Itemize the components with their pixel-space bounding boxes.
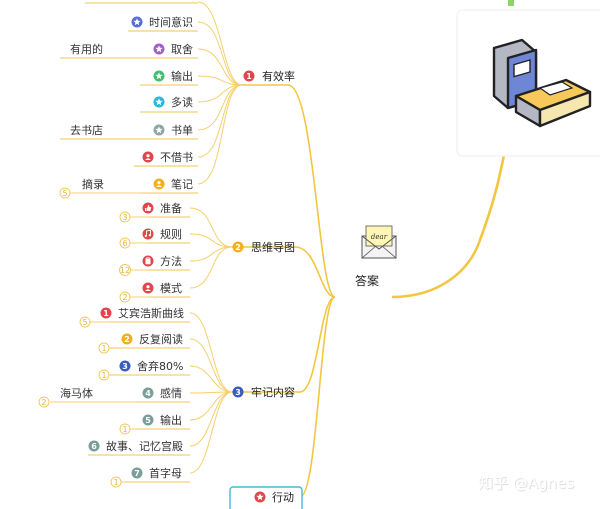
branch-connector-action xyxy=(299,296,336,498)
svg-text:多读: 多读 xyxy=(171,95,193,109)
svg-text:5: 5 xyxy=(62,189,67,198)
branch-label: 思维导图 xyxy=(251,241,295,254)
svg-text:3: 3 xyxy=(235,388,241,397)
branch-connector-efficiency xyxy=(242,84,336,298)
branch-efficiency[interactable]: 1 有效率 xyxy=(243,69,296,83)
decorative-mark xyxy=(508,0,514,6)
root-node[interactable]: dear 答案 xyxy=(355,225,397,288)
svg-text:3: 3 xyxy=(122,213,127,222)
root-label: 答案 xyxy=(355,273,379,288)
node-book-list[interactable]: 书单 去书店 xyxy=(70,123,193,137)
letter-text: dear xyxy=(371,233,388,241)
branch-connector-right xyxy=(391,149,507,299)
svg-text:首字母: 首字母 xyxy=(149,466,182,480)
branch-label: 牢记内容 xyxy=(251,385,295,399)
svg-text:时间意识: 时间意识 xyxy=(149,15,193,29)
node-discard-80[interactable]: 3 舍弃80% 1 xyxy=(98,359,183,381)
svg-text:书单: 书单 xyxy=(171,124,193,137)
node-prepare[interactable]: 准备 3 xyxy=(119,201,182,223)
svg-text:1: 1 xyxy=(101,371,106,380)
svg-text:方法: 方法 xyxy=(160,254,182,268)
svg-text:2: 2 xyxy=(41,398,46,407)
note-excerpt: 摘录 xyxy=(82,177,104,191)
branch-badge xyxy=(232,241,244,253)
svg-text:1: 1 xyxy=(103,309,109,318)
selection-frame xyxy=(229,486,303,509)
twigs-efficiency xyxy=(60,1,243,194)
node-tradeoff[interactable]: 取舍 有用的 xyxy=(70,42,193,56)
svg-text:规则: 规则 xyxy=(160,227,182,241)
watermark: 知乎 @Agnes 知乎 @Agnes xyxy=(478,474,575,493)
branch-badge xyxy=(232,386,244,398)
note-bookstore: 去书店 xyxy=(70,123,103,137)
svg-text:模式: 模式 xyxy=(160,282,182,295)
svg-text:输出: 输出 xyxy=(160,413,182,427)
branch-mindmap[interactable]: 2 思维导图 xyxy=(232,241,296,254)
branch-memory[interactable]: 3 牢记内容 xyxy=(232,385,296,399)
note-hippocampus: 海马体 xyxy=(60,386,93,400)
branch-label: 行动 xyxy=(272,491,294,504)
node-notes[interactable]: 笔记 摘录 5 xyxy=(59,177,193,199)
svg-text:12: 12 xyxy=(120,266,130,275)
node-read-more[interactable]: 多读 xyxy=(153,95,194,109)
svg-text:故事、记忆宫殿: 故事、记忆宫殿 xyxy=(106,439,183,453)
svg-text:7: 7 xyxy=(134,469,140,478)
books-icon xyxy=(492,38,592,128)
branch-connector-mindmap xyxy=(232,246,336,298)
svg-text:2: 2 xyxy=(122,293,127,302)
svg-text:6: 6 xyxy=(91,442,97,451)
svg-text:反复阅读: 反复阅读 xyxy=(139,332,183,346)
node-no-borrow[interactable]: 不借书 xyxy=(142,151,194,164)
node-output-2[interactable]: 5 输出 1 xyxy=(119,413,182,435)
books-image xyxy=(456,9,600,157)
svg-text:1: 1 xyxy=(101,344,106,353)
svg-text:知乎 @Agnes: 知乎 @Agnes xyxy=(479,475,575,493)
svg-text:5: 5 xyxy=(82,318,87,327)
node-rules[interactable]: 规则 6 xyxy=(119,227,182,249)
svg-text:1: 1 xyxy=(113,478,118,487)
branch-connector-memory xyxy=(232,296,336,393)
node-pattern[interactable]: 模式 2 xyxy=(119,282,182,303)
svg-text:感情: 感情 xyxy=(160,387,182,400)
svg-text:不借书: 不借书 xyxy=(160,151,193,164)
branch-badge xyxy=(243,70,255,82)
branch-action[interactable]: 行动 xyxy=(229,486,303,509)
node-output[interactable]: 输出 xyxy=(153,69,194,83)
node-emotion[interactable]: 4 感情 海马体 2 xyxy=(38,386,182,408)
svg-text:6: 6 xyxy=(122,239,127,248)
node-time-awareness[interactable]: 时间意识 xyxy=(131,15,194,29)
svg-text:输出: 输出 xyxy=(171,69,193,83)
count-badge xyxy=(59,187,71,199)
node-story-memory-palace[interactable]: 6 故事、记忆宫殿 xyxy=(88,439,184,453)
branch-label: 有效率 xyxy=(262,69,295,83)
svg-text:5: 5 xyxy=(145,416,151,425)
svg-text:取舍: 取舍 xyxy=(171,42,193,56)
svg-text:4: 4 xyxy=(145,389,151,398)
node-ebbinghaus[interactable]: 1 艾宾浩斯曲线 5 xyxy=(79,306,184,328)
svg-text:艾宾浩斯曲线: 艾宾浩斯曲线 xyxy=(118,306,184,320)
note-useful: 有用的 xyxy=(70,42,103,56)
node-reread[interactable]: 2 反复阅读 1 xyxy=(98,332,183,354)
svg-text:1: 1 xyxy=(246,72,252,81)
svg-text:1: 1 xyxy=(122,425,127,434)
svg-text:3: 3 xyxy=(122,362,128,371)
node-initials[interactable]: 7 首字母 1 xyxy=(110,466,182,488)
svg-text:知乎 @Agnes: 知乎 @Agnes xyxy=(478,474,574,492)
svg-text:2: 2 xyxy=(124,335,130,344)
svg-text:笔记: 笔记 xyxy=(171,177,193,191)
twigs-mindmap xyxy=(130,207,233,298)
svg-text:准备: 准备 xyxy=(160,201,182,215)
svg-text:2: 2 xyxy=(235,243,241,252)
clipboard-icon xyxy=(145,257,151,265)
node-method[interactable]: 方法 12 xyxy=(119,254,183,276)
svg-text:舍弃80%: 舍弃80% xyxy=(137,359,183,373)
envelope-letter-icon: dear xyxy=(361,225,397,259)
